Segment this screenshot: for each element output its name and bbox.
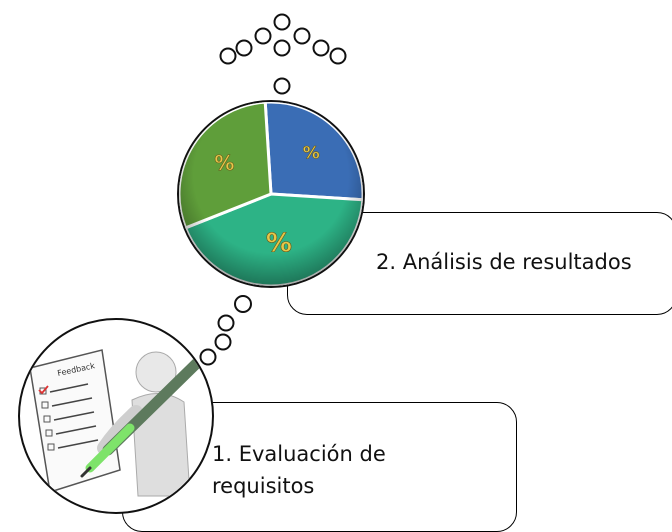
process-diagram: [199, 13, 347, 366]
step-1-label-line1: 1. Evaluación de: [212, 442, 386, 466]
pie-label-blue: %: [303, 144, 320, 164]
step-2-label: 2. Análisis de resultados: [376, 250, 632, 274]
step-1-label-line2: requisitos: [212, 474, 315, 498]
pie-chart-icon: %%%: [179, 102, 363, 286]
figure-3d-person: [97, 351, 191, 497]
pie-label-teal: %: [266, 228, 292, 258]
pie-label-green: %: [214, 151, 234, 175]
pen-icon: [80, 354, 206, 478]
pie-chart-circle: %%%: [177, 100, 365, 288]
feedback-sheet: Feedback: [29, 349, 121, 493]
pie-labels: %%%: [214, 143, 320, 258]
thought-bubbles-middle: [199, 295, 252, 366]
feedback-illustration-circle: Feedback: [18, 318, 214, 514]
thought-bubbles-top: [219, 13, 347, 95]
feedback-illustration: Feedback: [29, 349, 206, 497]
